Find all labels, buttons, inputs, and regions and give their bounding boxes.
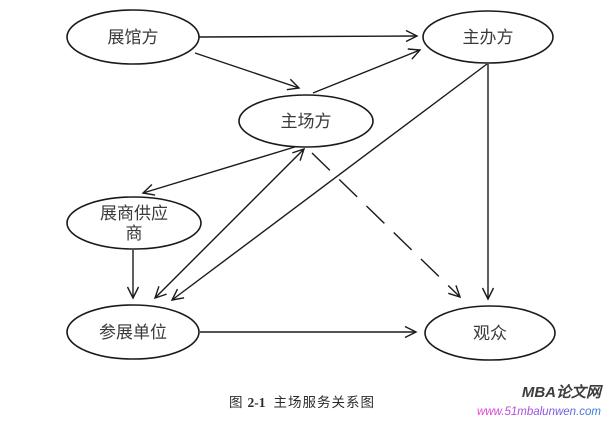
watermark-site-name: MBA论文网	[521, 384, 601, 401]
edge-host-to-supplier	[141, 145, 299, 196]
node-venue-label: 展馆方	[108, 28, 159, 47]
node-exhibitor-label: 参展单位	[99, 323, 167, 342]
node-supplier: 展商供应 商	[66, 196, 202, 250]
node-supplier-label-line1: 展商供应	[100, 204, 168, 223]
node-venue: 展馆方	[66, 9, 200, 65]
figure-caption-title: 主场服务关系图	[273, 395, 375, 410]
edge-venue-to-organizer	[198, 29, 419, 43]
figure-caption-prefix: 图	[229, 395, 244, 410]
node-host: 主场方	[238, 94, 374, 148]
figure-caption-number: 2-1	[247, 395, 266, 410]
node-organizer-label: 主办方	[463, 28, 514, 47]
edge-organizer-to-exhibitor	[170, 63, 488, 301]
edge-venue-to-host	[194, 52, 301, 91]
node-exhibitor: 参展单位	[66, 304, 200, 360]
node-audience-label: 观众	[473, 324, 507, 343]
node-audience: 观众	[424, 305, 556, 361]
watermark: MBA论文网 www.51mbalunwen.com	[476, 384, 601, 419]
node-host-label: 主场方	[281, 112, 332, 131]
edge-host-to-organizer	[312, 48, 422, 94]
node-organizer: 主办方	[422, 10, 554, 64]
node-supplier-label-line2: 商	[126, 224, 143, 243]
edge-host-to-audience-dashed	[311, 152, 462, 299]
edge-host-exhibitor-double	[153, 147, 306, 300]
watermark-site-url: www.51mbalunwen.com	[476, 405, 601, 418]
